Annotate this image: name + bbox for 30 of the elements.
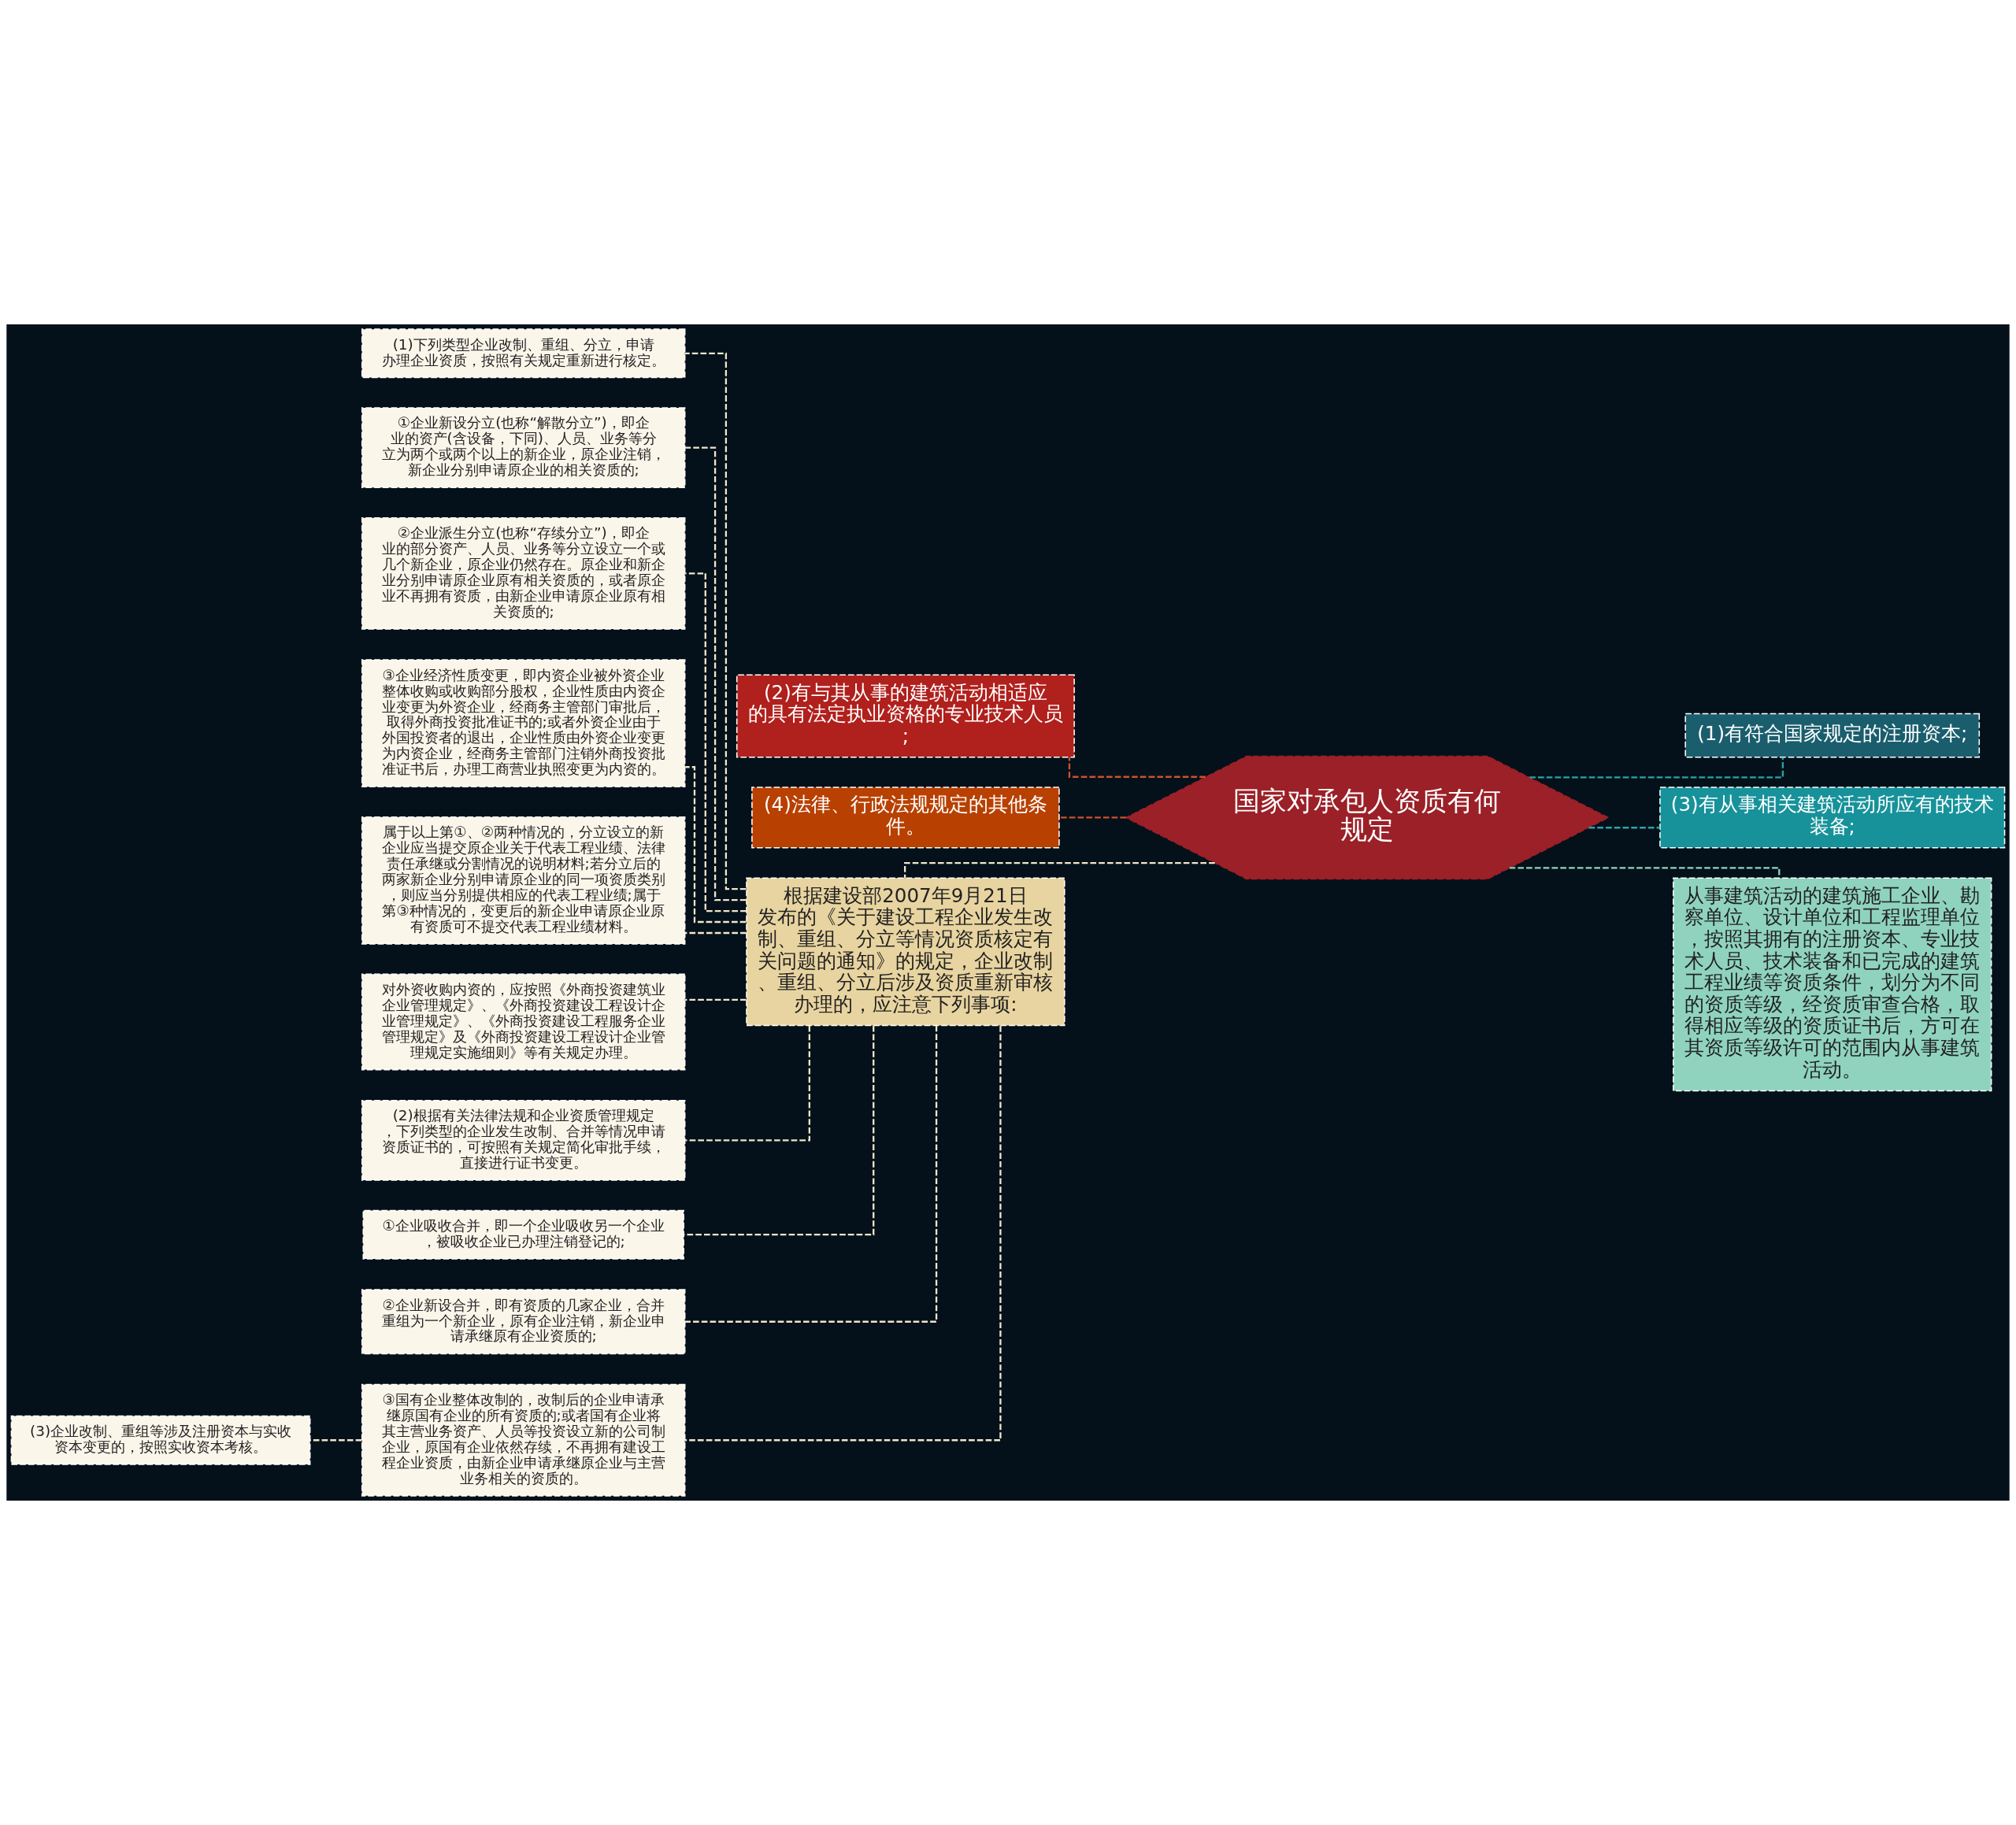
node-box: (2)根据有关法律法规和企业资质管理规定，下列类型的企业发生改制、合并等情况申请资质证书的，可按照有关规定简化审批手续，直接进行证书变更。 (361, 1100, 686, 1181)
node-box: 根据建设部2007年9月21日发布的《关于建设工程企业发生改制、重组、分立等情况资质核定有关问题的通知》的规定，企业改制、重组、分立后涉及资质重新审核办理的，应注意下列事项: (746, 877, 1065, 1027)
connector (685, 766, 747, 924)
connector (684, 931, 747, 935)
node-box: ②企业新设合并，即有资质的几家企业，合并重组为一个新企业，原有企业注销，新企业申请承继原有企业资质的; (361, 1289, 686, 1355)
connector (1059, 816, 1127, 819)
node-box: (3)企业改制、重组等涉及注册资本与实收资本变更的，按照实收资本考核。 (10, 1415, 311, 1465)
node-box: ①企业吸收合并，即一个企业吸收另一个企业，被吸收企业已办理注销登记的; (362, 1209, 684, 1260)
connector (684, 1025, 938, 1323)
node-box: (4)法律、行政法规规定的其他条件。 (751, 787, 1060, 849)
node-box: ①企业新设分立(也称“解散分立”)，即企业的资产(含设备，下同)、人员、业务等分立为两个或两个以上的新企业，原企业注销，新企业分别申请原企业的相关资质的; (361, 407, 686, 489)
node-box: (1)有符合国家规定的注册资本; (1684, 713, 1981, 758)
connector (684, 1025, 875, 1236)
connector (1588, 827, 1660, 829)
node-box: 属于以上第①、②两种情况的，分立设立的新企业应当提交原企业关于代表工程业绩、法律责任承继或分割情况的说明材料;若分立后的两家新企业分别申请原企业的同一项资质类别，则应当分别提供相应的代表工程业绩;属于第③种情况的，变更后的新企业申请原企业原有资质可不提交代表工程业绩材料。 (361, 816, 686, 945)
connector (685, 1025, 810, 1142)
node-box: (3)有从事相关建筑活动所应有的技术装备; (1659, 787, 2006, 849)
node-box: (2)有与其从事的建筑活动相适应的具有法定执业资格的专业技术人员; (736, 674, 1075, 758)
connector (684, 1026, 1002, 1442)
connector (685, 446, 747, 901)
connector (684, 352, 747, 890)
node-box: ③企业经济性质变更，即内资企业被外资企业整体收购或收购部分股权，企业性质由内资企业变更为外资企业，经商务主管部门审批后，取得外商投资批准证书的;或者外资企业由于外国投资者的退出，企业性质由外资企业变更为内资企业，经商务主管部门注销外商投资批准证书后，办理工商营业执照变更为内资的。 (361, 659, 686, 788)
node-box: (1)下列类型企业改制、重组、分立，申请办理企业资质，按照有关规定重新进行核定。 (361, 328, 686, 379)
node-box: 对外资收购内资的，应按照《外商投资建筑业企业管理规定》、《外商投资建设工程设计企业管理规定》、《外商投资建设工程服务企业管理规定》及《外商投资建设工程设计企业管理规定实施细则》等有关规定办理。 (361, 973, 686, 1071)
connector (684, 998, 747, 1001)
node-box: 从事建筑活动的建筑施工企业、勘察单位、设计单位和工程监理单位，按照其拥有的注册资本、专业技术人员、技术装备和已完成的建筑工程业绩等资质条件，划分为不同的资质等级，经资质审查合格，取得相应等级的资质证书后，方可在其资质等级许可的范围内从事建筑活动。 (1673, 877, 1992, 1092)
connector (684, 572, 747, 912)
node-box: ③国有企业整体改制的，改制后的企业申请承继原国有企业的所有资质的;或者国有企业将其主营业务资产、人员等投资设立新的公司制企业，原国有企业依然存续，不再拥有建设工程企业资质，由新企业申请承继原企业与主营业务相关的资质的。 (361, 1383, 686, 1497)
node-box: ②企业派生分立(也称“存续分立”)，即企业的部分资产、人员、业务等分立设立一个或几个新企业，原企业仍然存在。原企业和新企业分别申请原企业原有相关资质的，或者原企业不再拥有资质，由新企业申请原企业原有相关资质的; (361, 516, 686, 630)
connector (309, 1439, 362, 1442)
